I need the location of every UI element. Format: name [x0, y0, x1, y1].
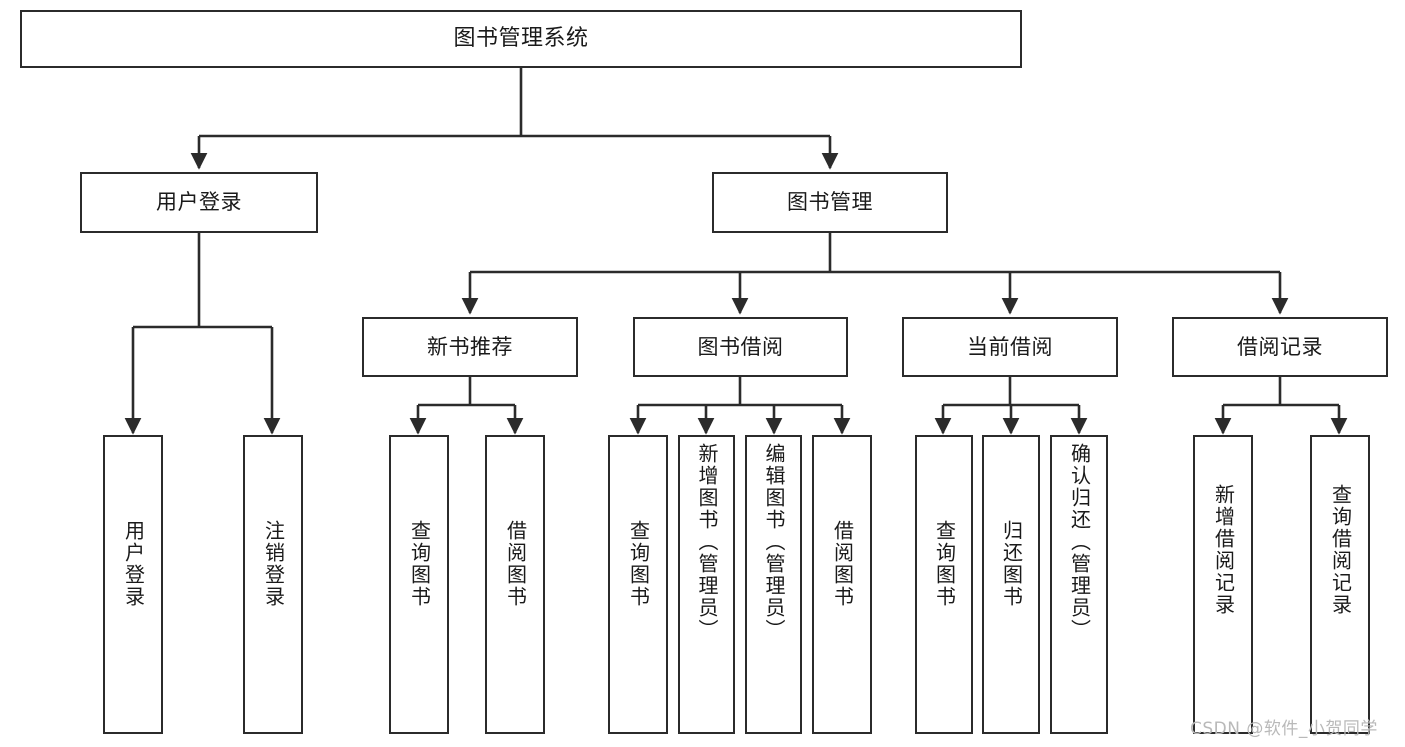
- node-leaf-edit-book-label: 编辑图书（管理员）: [762, 443, 786, 641]
- node-borrow-record-label: 借阅记录: [1237, 334, 1323, 359]
- node-leaf-query-record-label: 查询借阅记录: [1328, 484, 1353, 616]
- node-leaf-return-book-label: 归还图书: [999, 520, 1024, 608]
- node-leaf-query-book-2-label: 查询图书: [626, 520, 651, 608]
- node-leaf-query-record[interactable]: 查询借阅记录: [1310, 435, 1370, 734]
- node-new-book-rec-label: 新书推荐: [427, 334, 513, 359]
- node-leaf-query-book-3-label: 查询图书: [932, 520, 957, 608]
- node-leaf-add-record[interactable]: 新增借阅记录: [1193, 435, 1253, 734]
- node-leaf-user-login[interactable]: 用户登录: [103, 435, 163, 734]
- node-book-mgmt-label: 图书管理: [787, 190, 873, 215]
- node-leaf-logout[interactable]: 注销登录: [243, 435, 303, 734]
- node-book-borrow-label: 图书借阅: [697, 334, 784, 359]
- node-leaf-add-book[interactable]: 新增图书（管理员）: [678, 435, 735, 734]
- node-leaf-add-book-label: 新增图书（管理员）: [695, 443, 719, 641]
- node-leaf-query-book-2[interactable]: 查询图书: [608, 435, 668, 734]
- node-current-borrow-label: 当前借阅: [967, 334, 1053, 359]
- node-leaf-confirm-return[interactable]: 确认归还（管理员）: [1050, 435, 1108, 734]
- node-root-label: 图书管理系统: [453, 26, 589, 52]
- node-leaf-borrow-book-1[interactable]: 借阅图书: [485, 435, 545, 734]
- node-leaf-borrow-book-2-label: 借阅图书: [830, 520, 855, 608]
- node-leaf-add-record-label: 新增借阅记录: [1211, 484, 1236, 616]
- node-book-borrow[interactable]: 图书借阅: [633, 317, 848, 377]
- node-leaf-user-login-label: 用户登录: [121, 520, 146, 608]
- node-leaf-edit-book[interactable]: 编辑图书（管理员）: [745, 435, 802, 734]
- node-leaf-confirm-return-label: 确认归还（管理员）: [1067, 443, 1092, 641]
- node-leaf-query-book-1-label: 查询图书: [407, 520, 432, 608]
- node-user-login-label: 用户登录: [156, 190, 242, 215]
- node-leaf-borrow-book-1-label: 借阅图书: [503, 520, 528, 608]
- csdn-watermark: CSDN @软件_小贺同学: [1190, 719, 1378, 739]
- node-book-mgmt[interactable]: 图书管理: [712, 172, 948, 233]
- node-leaf-query-book-3[interactable]: 查询图书: [915, 435, 973, 734]
- node-user-login[interactable]: 用户登录: [80, 172, 318, 233]
- node-leaf-borrow-book-2[interactable]: 借阅图书: [812, 435, 872, 734]
- node-borrow-record[interactable]: 借阅记录: [1172, 317, 1388, 377]
- node-leaf-return-book[interactable]: 归还图书: [982, 435, 1040, 734]
- node-leaf-logout-label: 注销登录: [261, 520, 286, 608]
- node-leaf-query-book-1[interactable]: 查询图书: [389, 435, 449, 734]
- node-root[interactable]: 图书管理系统: [20, 10, 1022, 68]
- node-current-borrow[interactable]: 当前借阅: [902, 317, 1118, 377]
- node-new-book-rec[interactable]: 新书推荐: [362, 317, 578, 377]
